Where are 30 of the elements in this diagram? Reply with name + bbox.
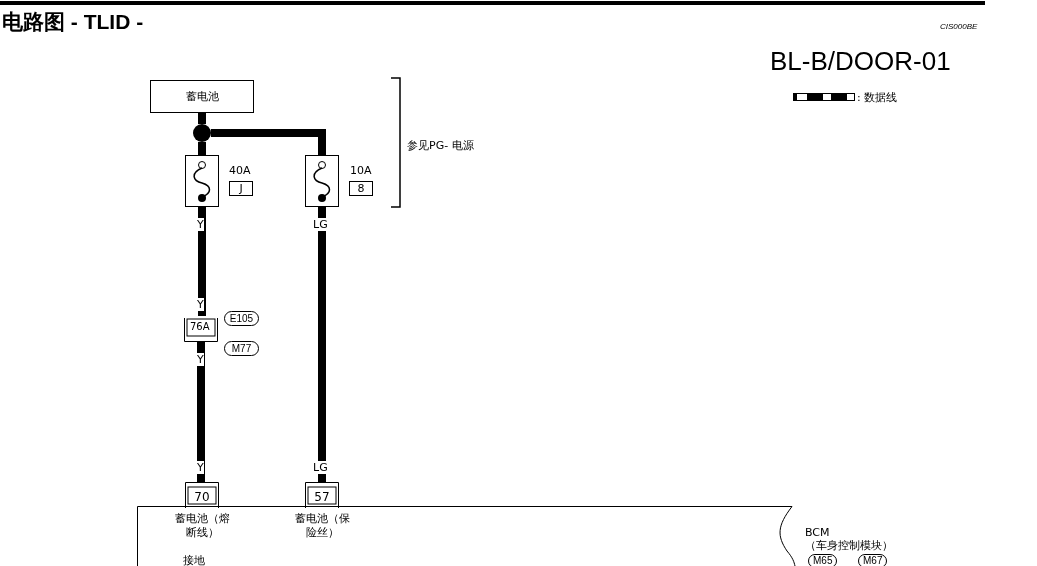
reference-note: 参见PG- 电源 xyxy=(407,138,474,153)
fuse-number: 8 xyxy=(349,181,373,196)
connector-number: 76A xyxy=(190,321,210,332)
fuse-symbol xyxy=(185,155,219,207)
wire xyxy=(211,129,326,155)
fuse-number: J xyxy=(229,181,253,196)
wire xyxy=(318,207,326,482)
wire-color-label: Y xyxy=(197,218,204,231)
fuse-rating: 10A xyxy=(350,164,372,178)
pin-label: 接地 xyxy=(183,553,205,566)
wire xyxy=(198,142,206,155)
component-label: 蓄电池 xyxy=(185,89,219,104)
document-code: CIS000BE xyxy=(940,22,978,31)
diagram-code: BL-B/DOOR-01 xyxy=(770,46,951,77)
diagram-title: 电路图 - TLID - xyxy=(2,9,144,35)
pin-number: 57 xyxy=(313,490,331,504)
wire-color-label: Y xyxy=(197,353,204,366)
module-label: BCM （车身控制模块） xyxy=(805,526,894,552)
pin-label: 蓄电池（保险丝） xyxy=(293,512,351,540)
junction-dot xyxy=(193,124,211,142)
fuse-rating: 40A xyxy=(229,164,251,178)
wire-color-label: Y xyxy=(197,461,204,474)
legend-label: : 数据线 xyxy=(857,90,898,105)
pin-label: 蓄电池（熔断线） xyxy=(173,512,231,540)
pin-number: 70 xyxy=(193,490,211,504)
wire-color-label: LG xyxy=(313,218,328,231)
wire-color-label: Y xyxy=(197,298,204,311)
wire-color-label: LG xyxy=(313,461,328,474)
fuse-symbol xyxy=(305,155,339,207)
wire xyxy=(198,113,206,124)
